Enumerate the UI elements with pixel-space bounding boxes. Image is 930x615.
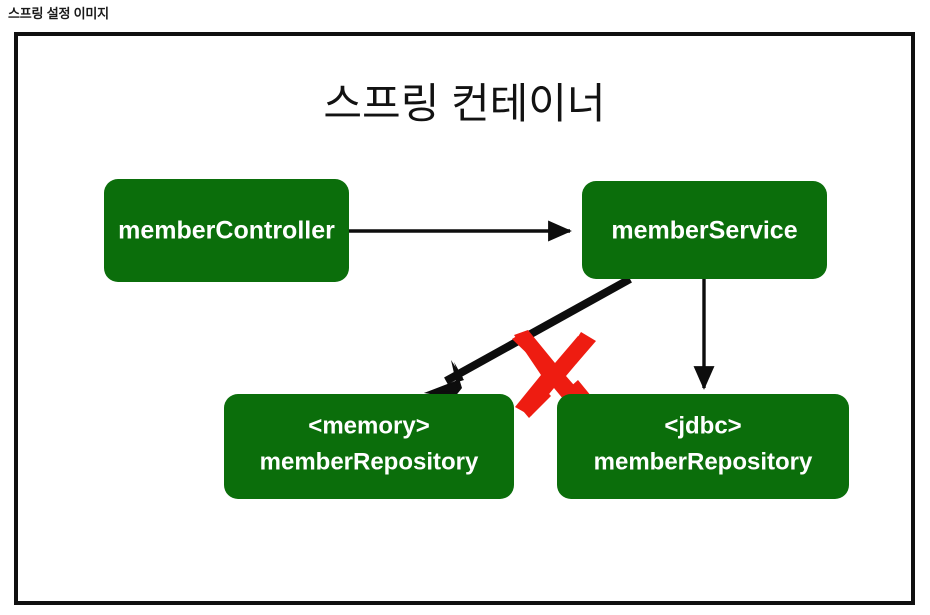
- node-memory-member-repository-label: memberRepository: [260, 448, 479, 475]
- diagram-canvas: memberController memberService <memory> …: [104, 179, 849, 499]
- node-jdbc-member-repository[interactable]: <jdbc> memberRepository: [557, 394, 849, 499]
- diagram-title: 스프링 컨테이너: [323, 80, 606, 127]
- node-memory-member-repository[interactable]: <memory> memberRepository: [224, 394, 514, 499]
- node-member-controller-label: memberController: [118, 217, 335, 245]
- node-member-service[interactable]: memberService: [582, 181, 827, 279]
- node-memory-qualifier-label: <memory>: [308, 412, 429, 439]
- spring-container-frame: 스프링 컨테이너: [14, 32, 915, 605]
- node-member-controller[interactable]: memberController: [104, 179, 349, 282]
- node-jdbc-member-repository-label: memberRepository: [594, 448, 813, 475]
- edge-service-to-memory: [424, 275, 632, 398]
- page-title: 스프링 설정 이미지: [8, 6, 109, 21]
- node-jdbc-qualifier-label: <jdbc>: [664, 412, 741, 439]
- node-member-service-label: memberService: [611, 217, 797, 245]
